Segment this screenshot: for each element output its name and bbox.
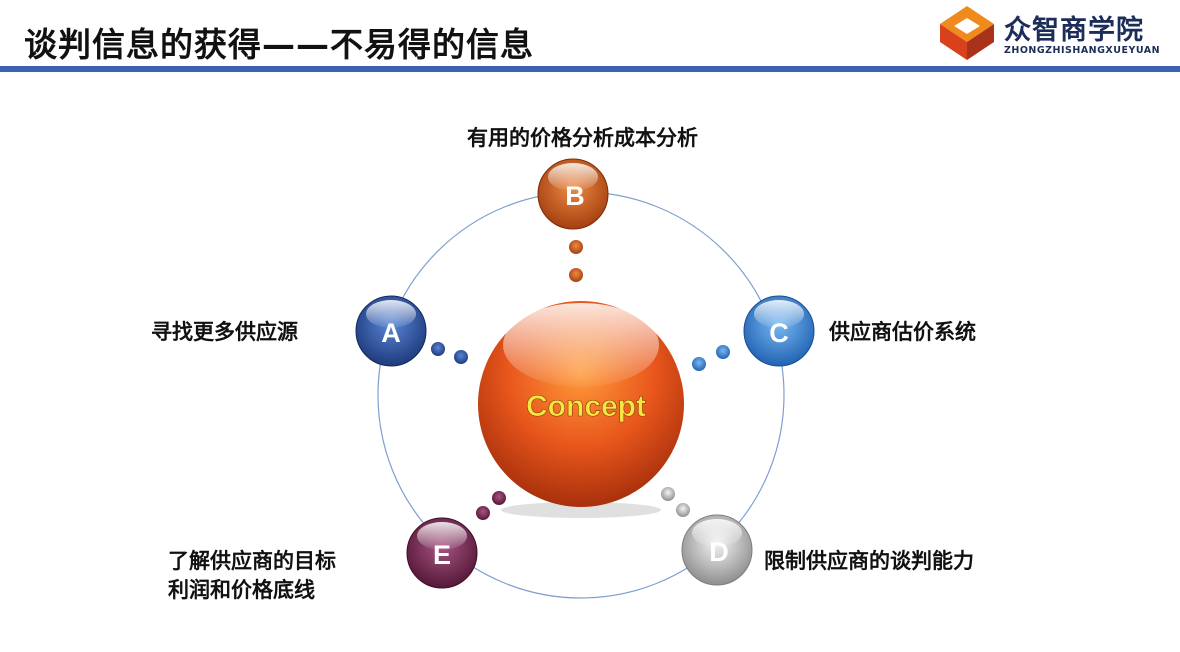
node-b-letter: B	[565, 181, 585, 211]
title-underline	[0, 66, 1180, 72]
node-c-label: 供应商估价系统	[829, 320, 976, 344]
connector-dot-d-2	[676, 503, 690, 517]
center-sphere: Concept	[478, 301, 684, 518]
brand-logo-icon	[940, 6, 994, 60]
node-b-label: 有用的价格分析成本分析	[467, 126, 698, 150]
node-a-label: 寻找更多供应源	[151, 320, 298, 344]
brand-name: 众智商学院	[1004, 15, 1144, 46]
brand-logo: 众智商学院 ZHONGZHISHANGXUEYUAN	[938, 4, 1178, 64]
node-e: E	[406, 517, 478, 589]
connector-dot-d-1	[661, 487, 675, 501]
connector-dot-e-1	[492, 491, 506, 505]
node-a-letter: A	[381, 318, 401, 348]
node-d: D	[681, 514, 753, 586]
node-e-label-line2: 利润和价格底线	[168, 578, 315, 602]
brand-subtitle: ZHONGZHISHANGXUEYUAN	[1004, 45, 1161, 56]
node-b: B	[537, 158, 609, 230]
node-c: C	[743, 295, 815, 367]
node-d-label: 限制供应商的谈判能力	[764, 549, 974, 573]
connector-dot-b-1	[569, 240, 583, 254]
slide-title: 谈判信息的获得——不易得的信息	[24, 25, 534, 64]
node-c-letter: C	[769, 318, 789, 348]
connector-dot-c-1	[716, 345, 730, 359]
node-e-letter: E	[433, 540, 451, 570]
node-e-label-line1: 了解供应商的目标	[168, 549, 336, 573]
node-a: A	[355, 295, 427, 367]
connector-dot-c-2	[692, 357, 706, 371]
connector-dot-a-1	[431, 342, 445, 356]
center-label: Concept	[526, 390, 646, 423]
connector-dot-e-2	[476, 506, 490, 520]
node-d-letter: D	[709, 537, 729, 567]
connector-dot-b-2	[569, 268, 583, 282]
connector-dot-a-2	[454, 350, 468, 364]
